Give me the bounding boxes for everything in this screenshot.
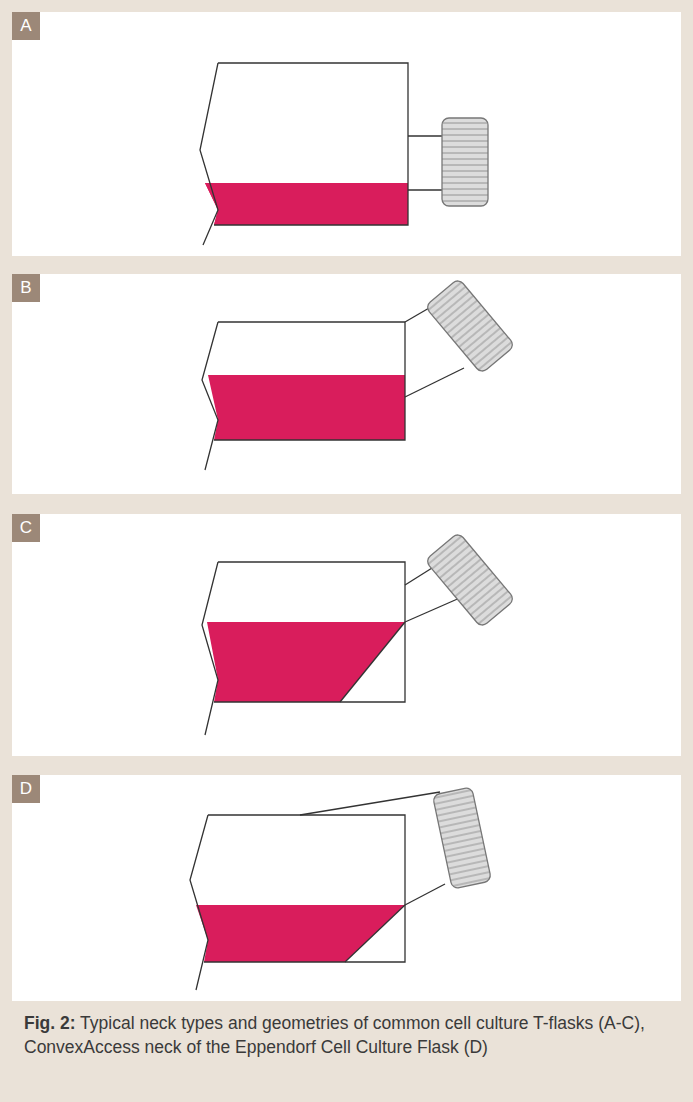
flask-d (190, 787, 492, 990)
panel-letter: A (12, 12, 40, 40)
panels (12, 12, 681, 1001)
flask-a (200, 63, 488, 245)
flask-b (202, 278, 515, 470)
flask-c (202, 532, 515, 735)
panel-letter: B (12, 274, 40, 302)
figure-caption: Fig. 2: Typical neck types and geometrie… (24, 1012, 664, 1059)
panel-letter: C (12, 514, 40, 542)
panel-letter: D (12, 775, 40, 803)
